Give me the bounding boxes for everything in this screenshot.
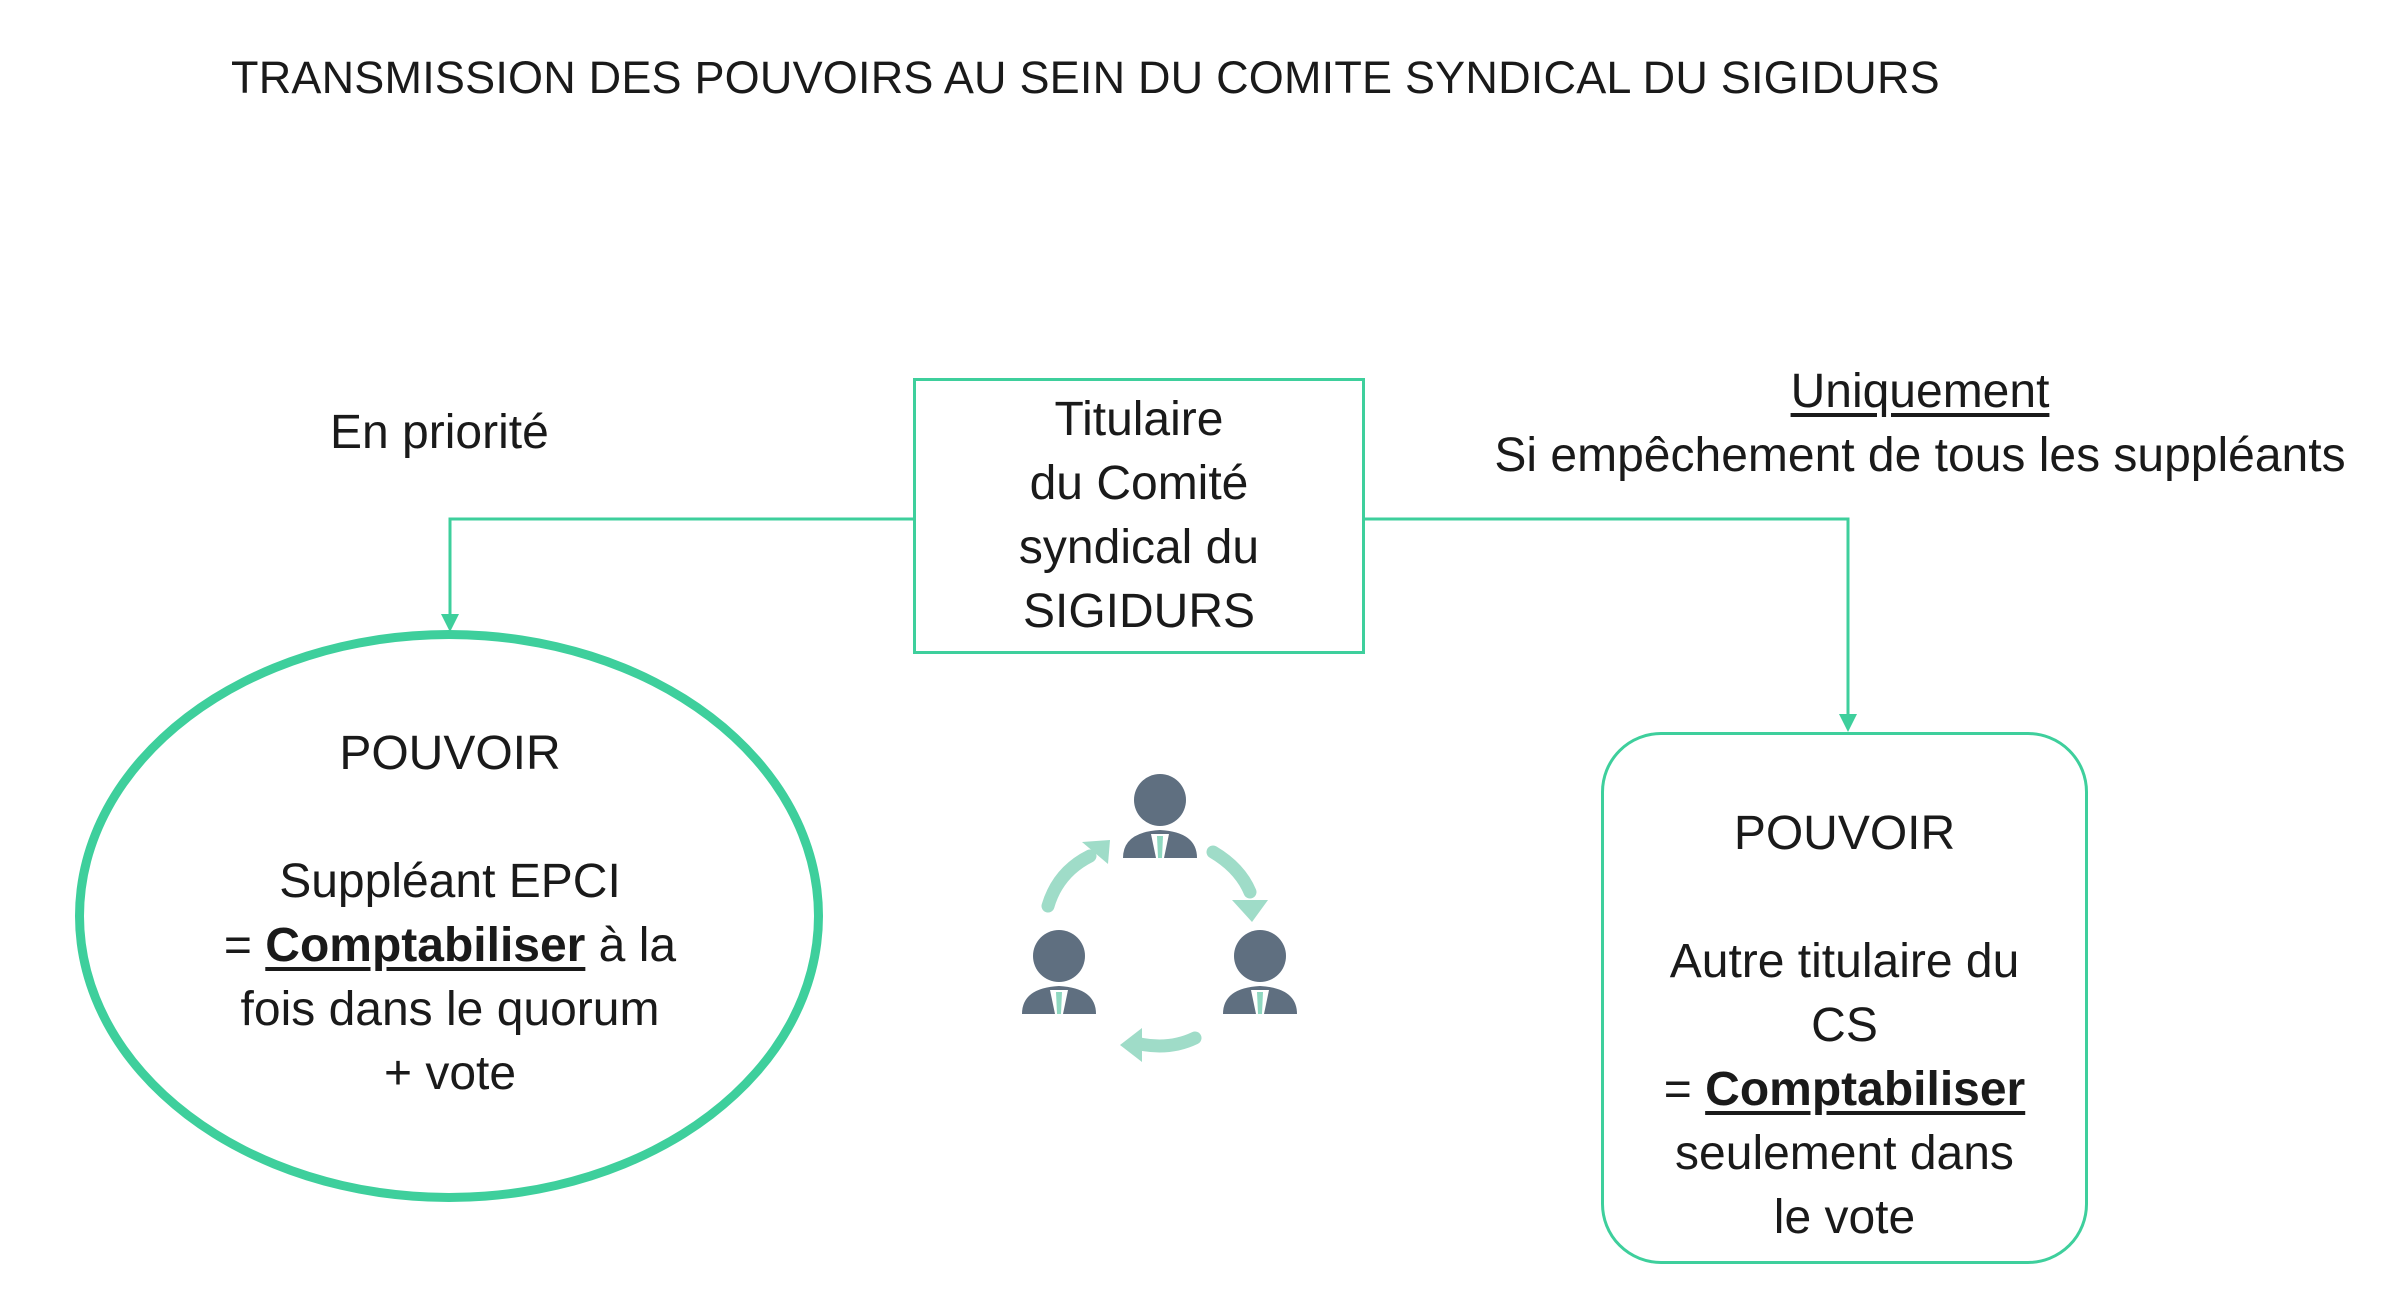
people-cycle-icon xyxy=(1022,774,1297,1062)
arrowhead-right xyxy=(1839,714,1857,732)
titulaire-line: SIGIDURS xyxy=(1022,585,1256,638)
exclusive-label-line2: Si empêchement de tous les suppléants xyxy=(1494,429,2346,482)
box-line: Autre titulaire du xyxy=(1669,935,2020,988)
box-line: le vote xyxy=(1773,1191,1916,1244)
oval-line: Suppléant EPCI xyxy=(279,855,621,908)
titulaire-line: du Comité xyxy=(1029,457,1249,510)
exclusive-condition-label: Uniquement Si empêchement de tous les su… xyxy=(1440,360,2395,488)
titulaire-box: Titulaire du Comité syndical du SIGIDURS xyxy=(913,378,1365,654)
comptabiliser-emphasis: Comptabiliser xyxy=(1705,1063,2026,1116)
priority-label: En priorité xyxy=(330,406,549,459)
person-icon-right xyxy=(1223,930,1297,1014)
cycle-arrows xyxy=(1041,845,1257,1053)
titulaire-text: Titulaire du Comité syndical du SIGIDURS xyxy=(959,388,1319,644)
titulaire-line: Titulaire xyxy=(1054,393,1224,446)
autre-titulaire-box xyxy=(1601,732,2088,1264)
box-line: CS xyxy=(1811,999,1878,1052)
box-line: = Comptabiliser xyxy=(1663,1063,2026,1116)
autre-titulaire-text: POUVOIR Autre titulaire du CS = Comptabi… xyxy=(1611,802,2078,1250)
person-icon-top xyxy=(1123,774,1197,858)
person-icon-left xyxy=(1022,930,1096,1014)
box-line: seulement dans xyxy=(1675,1127,2014,1180)
box-heading: POUVOIR xyxy=(1733,807,1956,860)
comptabiliser-emphasis: Comptabiliser xyxy=(265,919,586,972)
arrowhead-left xyxy=(441,614,459,632)
diagram-title: TRANSMISSION DES POUVOIRS AU SEIN DU COM… xyxy=(231,52,1940,103)
suppleant-oval-text: POUVOIR Suppléant EPCI = Comptabiliser à… xyxy=(140,722,760,1106)
titulaire-line: syndical du xyxy=(1018,521,1260,574)
oval-line: + vote xyxy=(383,1047,517,1100)
arrow-to-oval xyxy=(448,517,913,618)
oval-line: fois dans le quorum xyxy=(240,983,660,1036)
oval-heading: POUVOIR xyxy=(339,727,561,780)
exclusive-label-line1: Uniquement xyxy=(1790,365,2050,418)
arrow-to-right-box xyxy=(1365,517,1850,718)
suppleant-oval xyxy=(75,630,823,1202)
oval-line: = Comptabiliser à la xyxy=(223,919,677,972)
